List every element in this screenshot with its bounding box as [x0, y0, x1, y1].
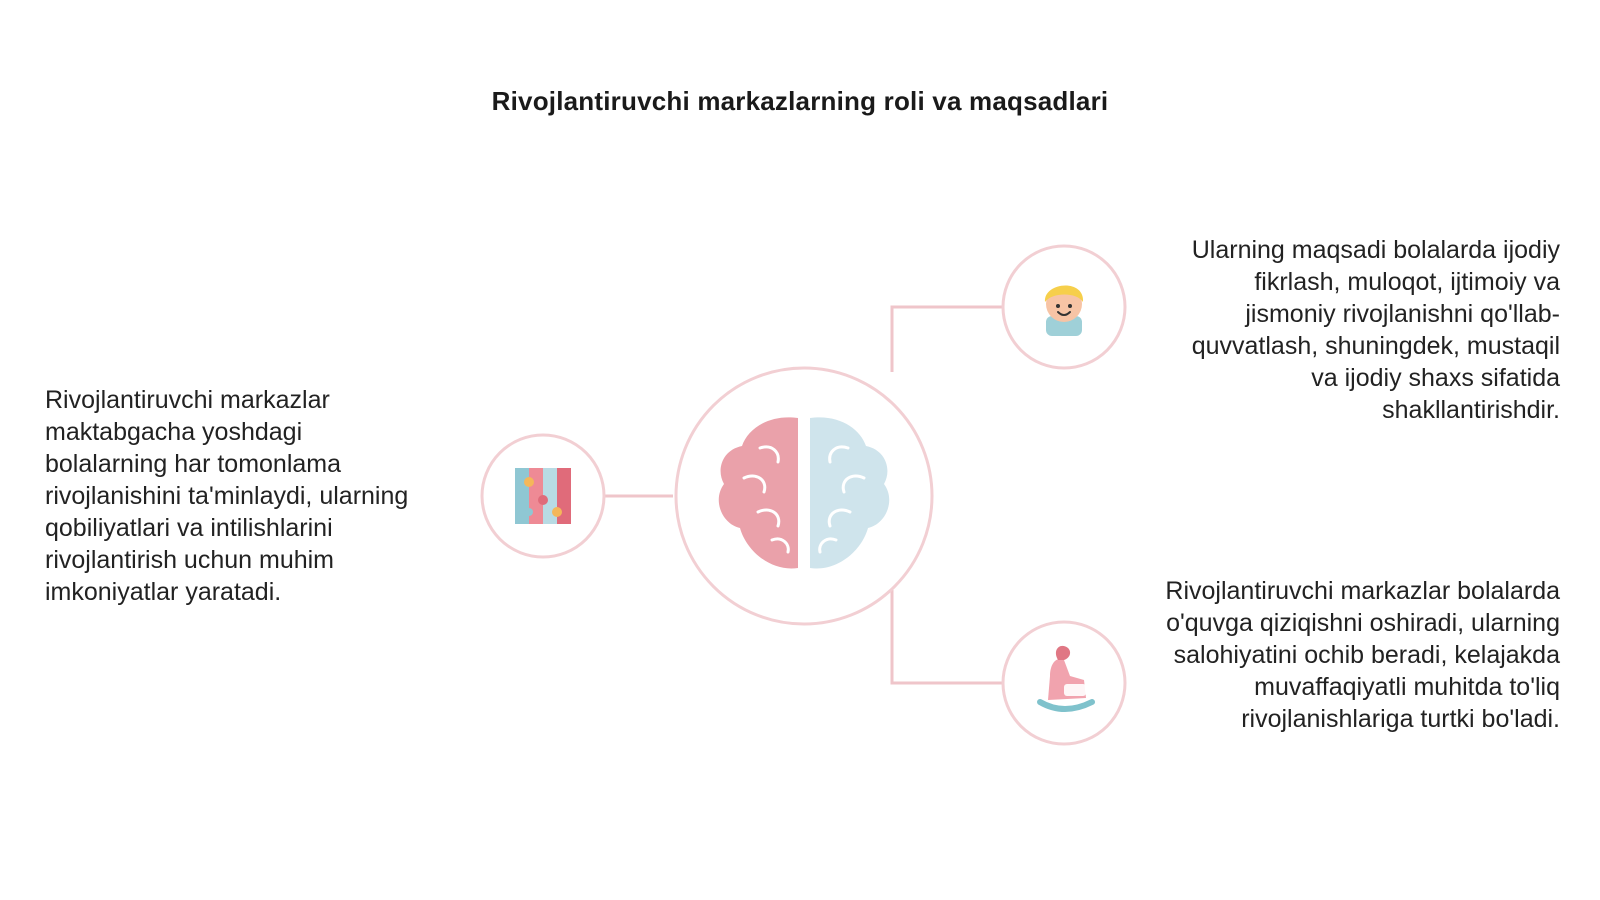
connector-right-top — [890, 305, 1003, 372]
center-node — [674, 366, 934, 626]
brain-icon — [718, 417, 890, 569]
right-bottom-node-text: Rivojlantiruvchi markazlar bolalarda o'q… — [1165, 577, 1560, 733]
left-node-text: Rivojlantiruvchi markazlar maktabgacha y… — [45, 386, 409, 606]
rocking-horse-icon — [1037, 645, 1095, 712]
right-top-node-text: Ularning maqsadi bolalarda ijodiy fikrla… — [1191, 236, 1560, 424]
child-face-icon — [1044, 285, 1084, 336]
page-title: Rivojlantiruvchi markazlarning roli va m… — [491, 86, 1109, 116]
left-node — [480, 433, 606, 559]
right-top-node — [1001, 244, 1127, 370]
connectors — [604, 305, 1003, 685]
connector-right-bottom — [890, 590, 1003, 685]
right-bottom-node — [1001, 620, 1127, 746]
puzzle-icon — [515, 468, 571, 524]
